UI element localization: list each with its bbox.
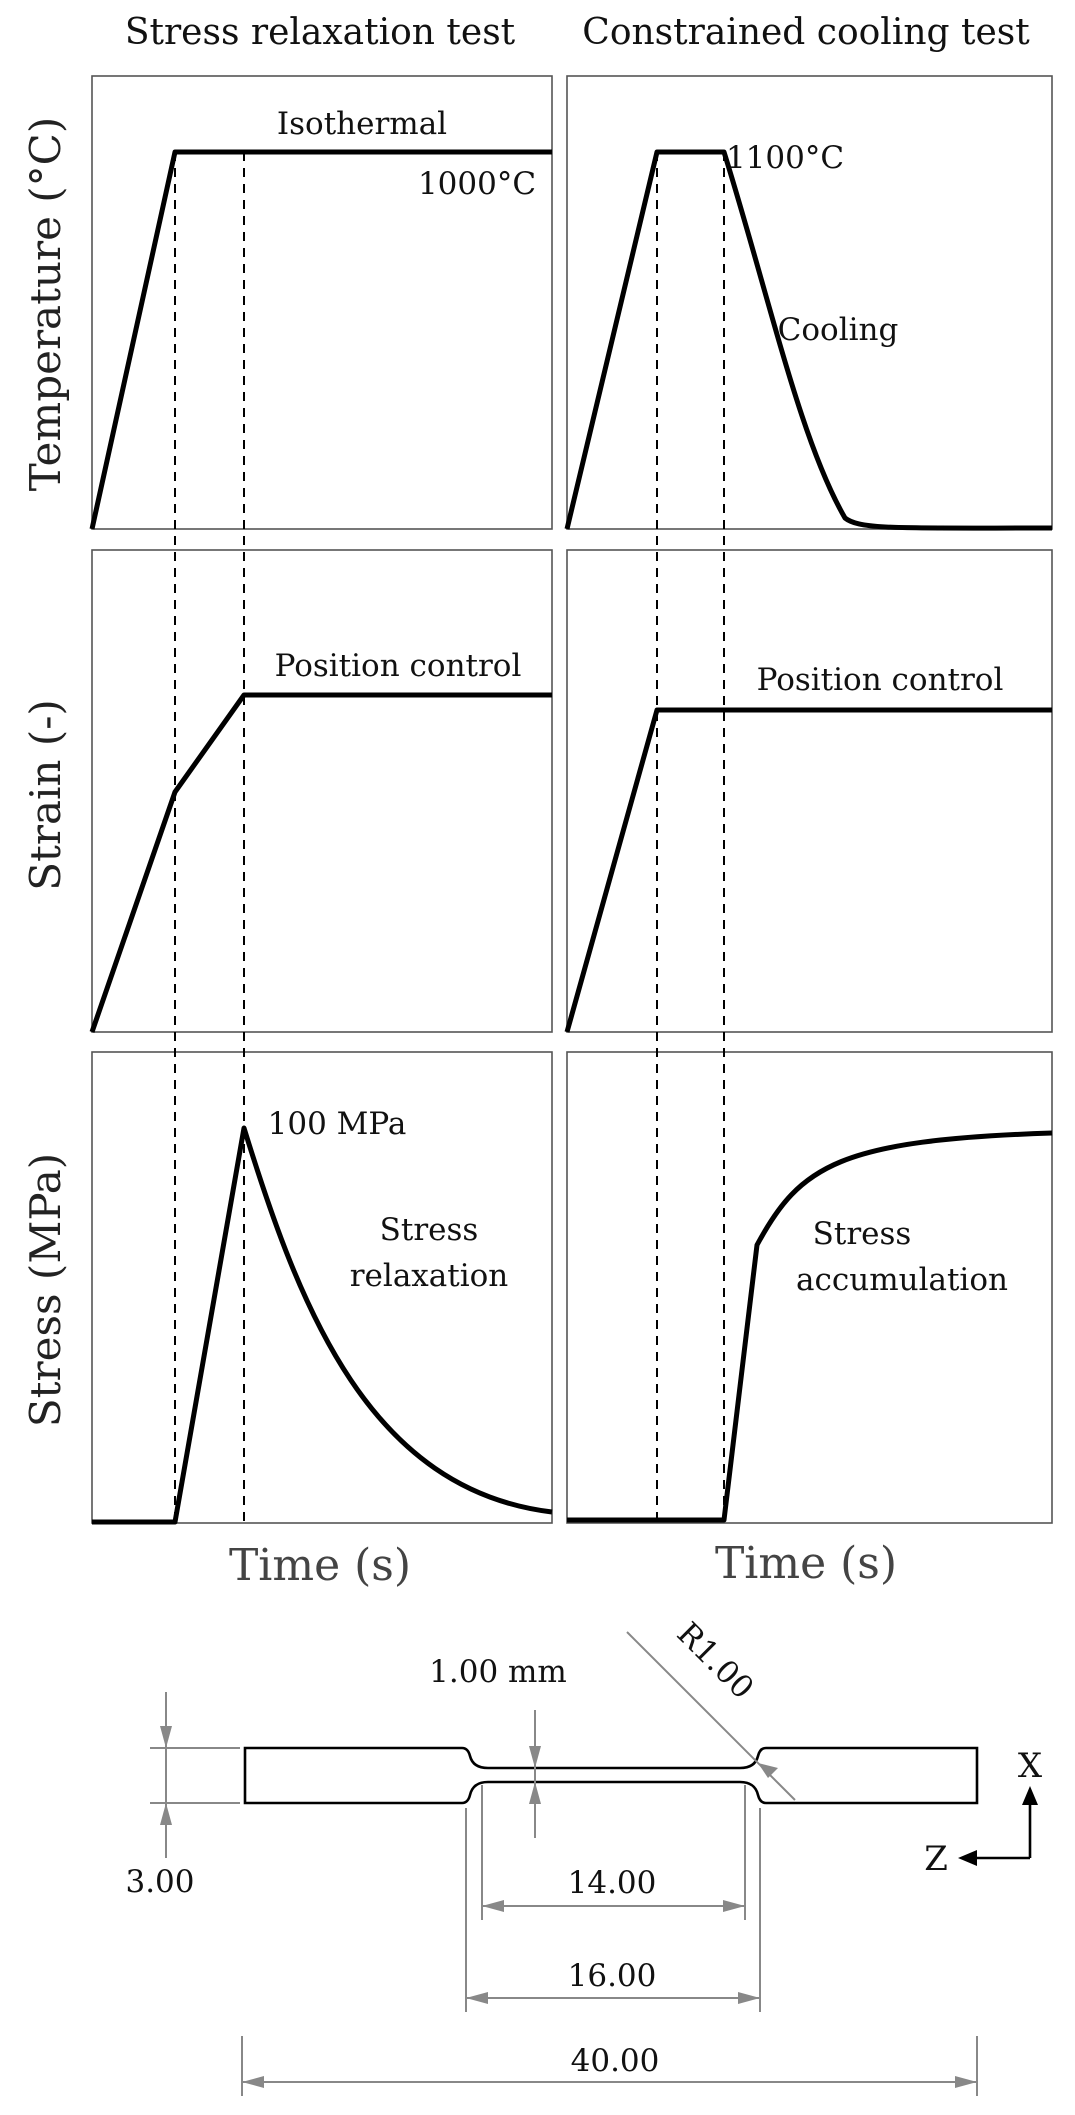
strain-curve-right xyxy=(564,707,1052,1033)
z-axis-arrowhead xyxy=(958,1850,977,1866)
parallel-length-arrow-right xyxy=(723,1900,745,1912)
stress-relaxation-label-line1: Stress xyxy=(380,1212,479,1248)
position-control-right-label: Position control xyxy=(757,662,1004,698)
strain-panel-right xyxy=(566,549,1053,1033)
left-column-title: Stress relaxation test xyxy=(125,12,516,53)
stress-curve-left xyxy=(92,1125,553,1525)
isothermal-label: Isothermal xyxy=(277,106,447,142)
total-length-arrow-left xyxy=(242,2076,264,2088)
peak-stress-label: 100 MPa xyxy=(268,1106,407,1142)
stress-relaxation-label-line2: relaxation xyxy=(350,1258,509,1294)
stress-axis-label: Stress (MPa) xyxy=(21,1153,70,1427)
temperature-panel-left xyxy=(91,75,553,530)
temperature-panel-right xyxy=(566,75,1053,530)
temperature-left-value: 1000°C xyxy=(418,166,536,202)
cooling-label: Cooling xyxy=(778,312,899,348)
specimen-drawing: 3.00 1.00 mm R1.00 14.00 16.00 40.00 xyxy=(125,1616,1043,2096)
total-length-label: 40.00 xyxy=(571,2043,660,2079)
strain-panel-left xyxy=(91,549,553,1033)
gauge-thickness-arrow-top xyxy=(529,1746,541,1768)
position-control-left-label: Position control xyxy=(275,648,522,684)
time-axis-label-right: Time (s) xyxy=(715,1538,897,1589)
reduced-length-arrow-right xyxy=(738,1992,760,2004)
parallel-length-arrow-left xyxy=(482,1900,504,1912)
strain-axis-label: Strain (-) xyxy=(21,699,70,891)
x-axis-arrowhead xyxy=(1022,1786,1038,1805)
temperature-right-value: 1100°C xyxy=(726,140,844,176)
x-axis-label: X xyxy=(1018,1746,1043,1786)
temperature-curve-right xyxy=(564,149,1053,531)
time-axis-label-left: Time (s) xyxy=(229,1540,411,1591)
coordinate-axes: X Z xyxy=(924,1746,1043,1879)
parallel-length-label: 14.00 xyxy=(568,1865,657,1901)
z-axis-label: Z xyxy=(924,1839,948,1879)
gauge-thickness-label: 1.00 mm xyxy=(429,1654,567,1690)
thickness-arrow-top xyxy=(160,1726,172,1748)
specimen-outline xyxy=(243,1746,979,1805)
thickness-arrow-bottom xyxy=(160,1803,172,1825)
stress-accumulation-label-line1: Stress xyxy=(813,1216,912,1252)
radius-label: R1.00 xyxy=(670,1616,761,1707)
stress-accumulation-label-line2: accumulation xyxy=(796,1262,1008,1298)
gauge-thickness-arrow-bottom xyxy=(529,1782,541,1804)
temperature-axis-label: Temperature (°C) xyxy=(21,117,70,491)
reduced-length-arrow-left xyxy=(466,1992,488,2004)
radius-arrow xyxy=(758,1763,778,1778)
thickness-dimension-label: 3.00 xyxy=(125,1864,194,1900)
stress-curve-right xyxy=(567,1130,1053,1523)
strain-curve-left xyxy=(89,692,552,1033)
right-column-title: Constrained cooling test xyxy=(582,12,1030,53)
total-length-arrow-right xyxy=(955,2076,977,2088)
stress-panel-right xyxy=(566,1051,1053,1524)
temperature-curve-left xyxy=(89,149,552,530)
stress-panel-left xyxy=(91,1051,553,1524)
reduced-length-label: 16.00 xyxy=(568,1958,657,1994)
